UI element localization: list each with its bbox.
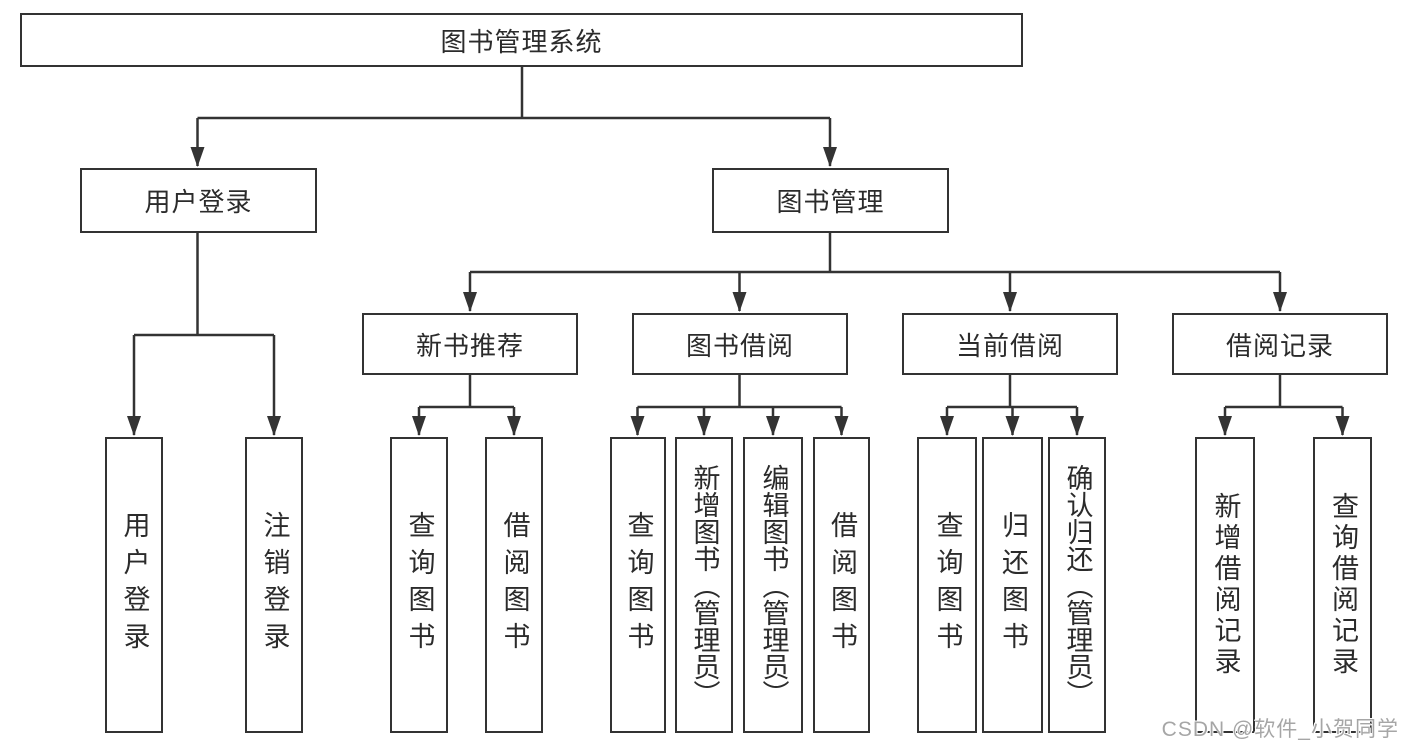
node-book-management: 图书管理 [712,168,949,233]
node-label: 用户登录 [119,511,150,659]
node-label: 查询借阅记录 [1328,492,1358,678]
node-label: 当前借阅 [955,330,1064,361]
node-label: 借阅记录 [1225,330,1334,361]
node-label: 新增图书（管理员） [689,463,720,707]
node-label: 新增借阅记录 [1210,492,1241,678]
node-label: 图书管理系统 [440,26,603,57]
node-label: 查询图书 [623,511,654,659]
node-label: 新书推荐 [415,330,524,361]
node-label: 借阅图书 [827,511,857,659]
leaf-query-borrow-record: 查询借阅记录 [1313,437,1372,733]
csdn-watermark: CSDN @软件_小贺同学 [1161,718,1399,741]
leaf-edit-book-admin: 编辑图书（管理员） [743,437,803,733]
leaf-logout: 注销登录 [245,437,303,733]
node-label: 用户登录 [144,187,253,217]
node-new-book-recommendation: 新书推荐 [362,313,578,375]
node-label: 归还图书 [998,511,1028,659]
leaf-borrow-book-recommendation: 借阅图书 [485,437,543,733]
node-label: 注销登录 [259,511,290,659]
leaf-add-borrow-record: 新增借阅记录 [1195,437,1255,733]
node-borrowing-records: 借阅记录 [1172,313,1388,375]
node-root-library-system: 图书管理系统 [20,13,1023,67]
leaf-query-book-current: 查询图书 [917,437,977,733]
node-label: 确认归还（管理员） [1062,463,1093,707]
leaf-query-book-borrowing: 查询图书 [610,437,666,733]
leaf-query-book-recommendation: 查询图书 [390,437,448,733]
node-label: 图书借阅 [685,330,794,361]
leaf-confirm-return-admin: 确认归还（管理员） [1048,437,1106,733]
node-label: 借阅图书 [499,511,530,659]
leaf-return-book: 归还图书 [982,437,1043,733]
node-label: 查询图书 [404,511,435,659]
node-user-login: 用户登录 [80,168,317,233]
node-label: 图书管理 [776,187,885,217]
tree-branch-bars [134,67,1343,409]
leaf-add-book-admin: 新增图书（管理员） [675,437,733,733]
node-label: 编辑图书（管理员） [758,463,789,707]
node-label: 查询图书 [932,511,963,659]
leaf-borrow-book: 借阅图书 [813,437,870,733]
leaf-user-login: 用户登录 [105,437,163,733]
node-current-borrowing: 当前借阅 [902,313,1118,375]
node-book-borrowing: 图书借阅 [632,313,848,375]
